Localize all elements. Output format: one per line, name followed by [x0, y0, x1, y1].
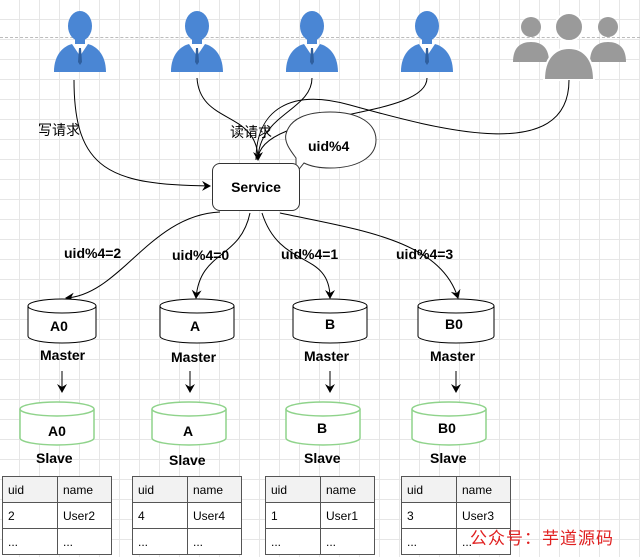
master-db-name-a0: A0: [50, 318, 68, 334]
service-node: Service: [212, 163, 300, 211]
table-cell: 2: [2, 502, 58, 529]
route-label-b0: uid%4=3: [396, 246, 454, 262]
table-cell: ...: [57, 528, 112, 555]
user-icon-4: [401, 11, 453, 72]
slave-db-b: [285, 401, 361, 446]
master-db-name-b0: B0: [445, 316, 463, 332]
master-db-a0: [27, 298, 97, 344]
table-cell: ...: [132, 528, 188, 555]
slave-db-name-b: B: [317, 420, 328, 436]
master-db-name-a: A: [190, 318, 201, 334]
master-role-b: Master: [304, 348, 350, 364]
table-cell: 1: [265, 502, 321, 529]
table-cell: ...: [401, 528, 457, 555]
table-cell: User1: [320, 502, 375, 529]
slave-db-a0: [19, 401, 95, 446]
slave-role-b0: Slave: [430, 450, 467, 466]
table-cell: ...: [187, 528, 242, 555]
user-icon-3: [286, 11, 338, 72]
table-header-cell: uid: [265, 476, 321, 503]
write-request-label: 写请求: [38, 122, 80, 138]
slave-db-name-a: A: [183, 423, 194, 439]
slave-db-name-a0: A0: [48, 423, 66, 439]
table-cell: ...: [2, 528, 58, 555]
watermark-text: 公众号：芋道源码: [470, 529, 614, 548]
master-role-a: Master: [171, 349, 217, 365]
callout-text: uid%4: [308, 138, 350, 154]
master-db-b: [292, 298, 368, 344]
slave-db-b0: [411, 401, 487, 446]
table-cell: ...: [320, 528, 375, 555]
table-cell: User4: [187, 502, 242, 529]
table-cell: User3: [456, 502, 511, 529]
table-header-cell: name: [456, 476, 511, 503]
master-role-b0: Master: [430, 348, 476, 364]
table-cell: User2: [57, 502, 112, 529]
table-header-cell: name: [187, 476, 242, 503]
table-cell: 4: [132, 502, 188, 529]
user-icon-2: [171, 11, 223, 72]
table-header-cell: uid: [2, 476, 58, 503]
user-icon-1: [54, 11, 106, 72]
route-label-a0: uid%4=2: [64, 245, 122, 261]
master-db-name-b: B: [325, 316, 336, 332]
table-header-cell: uid: [401, 476, 457, 503]
table-cell: ...: [265, 528, 321, 555]
slave-role-b: Slave: [304, 450, 341, 466]
user-group-icon: [513, 12, 626, 81]
dashed-guide: [0, 37, 640, 38]
table-header-cell: name: [57, 476, 112, 503]
master-role-a0: Master: [40, 347, 86, 363]
slave-db-a: [151, 401, 227, 446]
replication-arrows: [57, 371, 461, 393]
route-label-a: uid%4=0: [172, 247, 230, 263]
table-cell: ...: [456, 528, 511, 555]
slave-db-name-b0: B0: [438, 420, 456, 436]
table-header-cell: name: [320, 476, 375, 503]
uid-callout: [285, 111, 377, 175]
master-db-a: [159, 298, 235, 344]
read-request-label: 读请求: [230, 124, 272, 140]
route-label-b: uid%4=1: [281, 246, 339, 262]
table-header-cell: uid: [132, 476, 188, 503]
table-cell: 3: [401, 502, 457, 529]
slave-role-a0: Slave: [36, 450, 73, 466]
master-db-b0: [417, 298, 495, 344]
route-lines: [65, 211, 461, 303]
slave-role-a: Slave: [169, 452, 206, 468]
